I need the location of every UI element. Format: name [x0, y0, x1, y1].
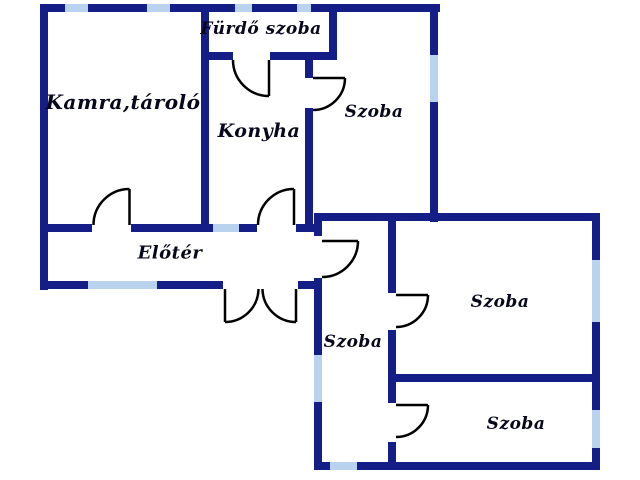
room-label-eloter: Előtér: [137, 242, 203, 264]
window-marker: [65, 4, 88, 12]
wall-segment: [314, 402, 322, 470]
wall-segment: [388, 330, 396, 403]
door-arc: [321, 240, 360, 279]
wall-segment: [40, 4, 48, 290]
wall-segment: [388, 442, 396, 462]
room-label-szoba-felso: Szoba: [344, 102, 404, 122]
room-label-furdo: Fürdő szoba: [200, 19, 322, 39]
wall-segment: [430, 4, 438, 222]
door-arc: [224, 288, 260, 324]
wall-segment: [314, 462, 600, 470]
wall-segment: [592, 448, 600, 470]
room-label-szoba-also: Szoba: [486, 414, 546, 434]
wall-segment: [270, 52, 337, 60]
windows: [65, 4, 600, 470]
window-marker: [330, 462, 357, 470]
wall-segment: [592, 322, 600, 410]
wall-segment: [298, 281, 320, 289]
door-arc: [261, 288, 297, 324]
wall-segment: [314, 278, 322, 355]
window-marker: [297, 4, 311, 12]
wall-segment: [239, 224, 257, 232]
room-label-szoba-kozep: Szoba: [323, 332, 383, 352]
wall-segment: [201, 4, 209, 232]
wall-segment: [329, 4, 337, 60]
door-arc: [312, 77, 347, 112]
window-marker: [430, 55, 438, 102]
door-arc: [395, 294, 430, 329]
window-marker: [147, 4, 170, 12]
window-marker: [592, 410, 600, 448]
wall-segment: [209, 52, 233, 60]
wall-segment: [48, 224, 92, 232]
room-label-szoba-jobb: Szoba: [470, 292, 530, 312]
wall-segment: [388, 221, 396, 293]
door-arc: [231, 59, 270, 98]
door-arc: [256, 187, 295, 226]
wall-segment: [305, 108, 313, 232]
wall-segment: [592, 213, 600, 260]
wall-segment: [314, 213, 322, 236]
window-marker: [88, 281, 157, 289]
wall-segment: [131, 224, 213, 232]
door-arc: [395, 404, 430, 439]
wall-segment: [314, 213, 600, 221]
wall-segment: [305, 57, 313, 78]
room-label-konyha: Konyha: [217, 120, 301, 142]
doors: [92, 59, 430, 439]
window-marker: [592, 260, 600, 322]
window-marker: [235, 4, 252, 12]
door-arc: [92, 187, 130, 226]
window-marker: [314, 355, 322, 402]
room-label-kamra: Kamra,tároló: [45, 90, 201, 114]
wall-segment: [388, 374, 600, 382]
wall-segment: [296, 224, 320, 232]
window-marker: [213, 224, 239, 232]
